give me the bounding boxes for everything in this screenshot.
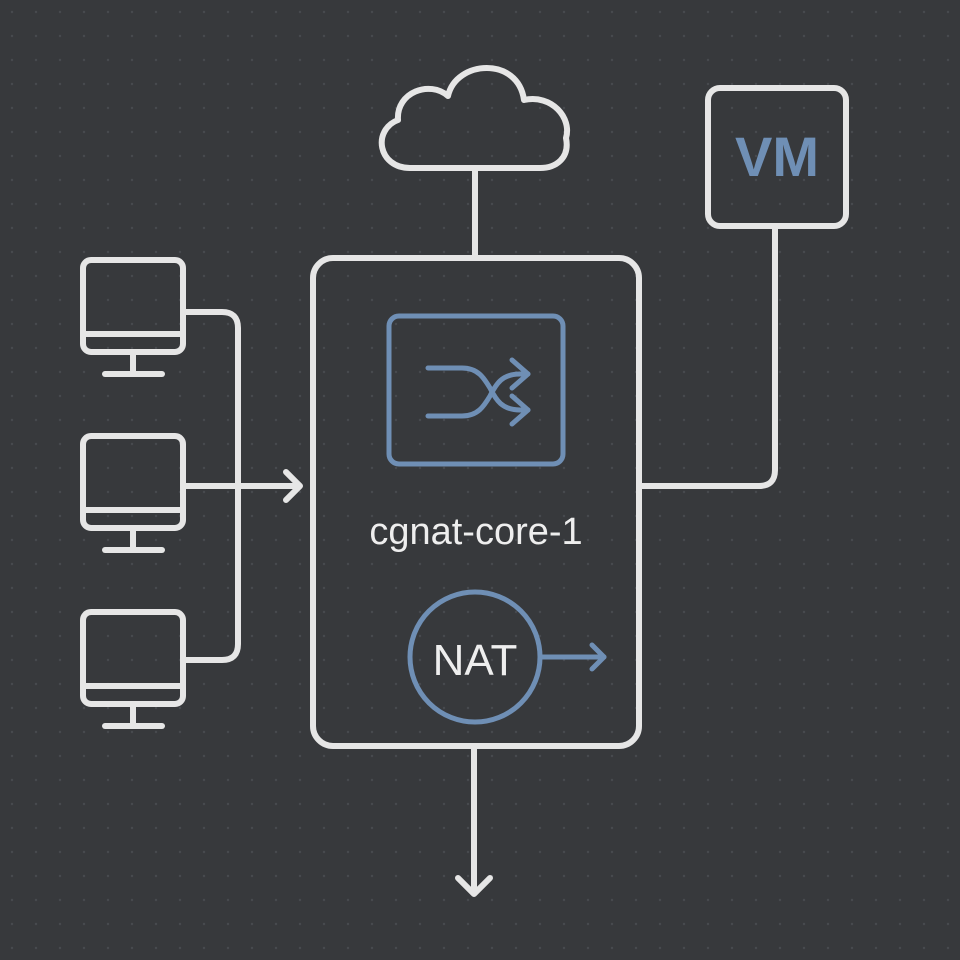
client-link-top <box>182 309 241 489</box>
downlink-arrowhead-icon <box>455 875 493 897</box>
router-label: cgnat-core-1 <box>369 511 582 553</box>
vm-link <box>636 225 778 489</box>
client-arrowhead-icon <box>283 469 303 503</box>
switch-box <box>386 313 566 467</box>
client-link-bottom <box>182 483 241 663</box>
nat-label: NAT <box>433 636 518 685</box>
desktop-monitor-icon <box>80 433 186 553</box>
nat-outbound-arrowhead-icon <box>589 642 607 672</box>
vm-label: VM <box>735 125 819 188</box>
desktop-monitor-icon <box>80 257 186 377</box>
cloud-icon <box>378 65 571 171</box>
shuffle-switch-icon <box>425 357 531 427</box>
